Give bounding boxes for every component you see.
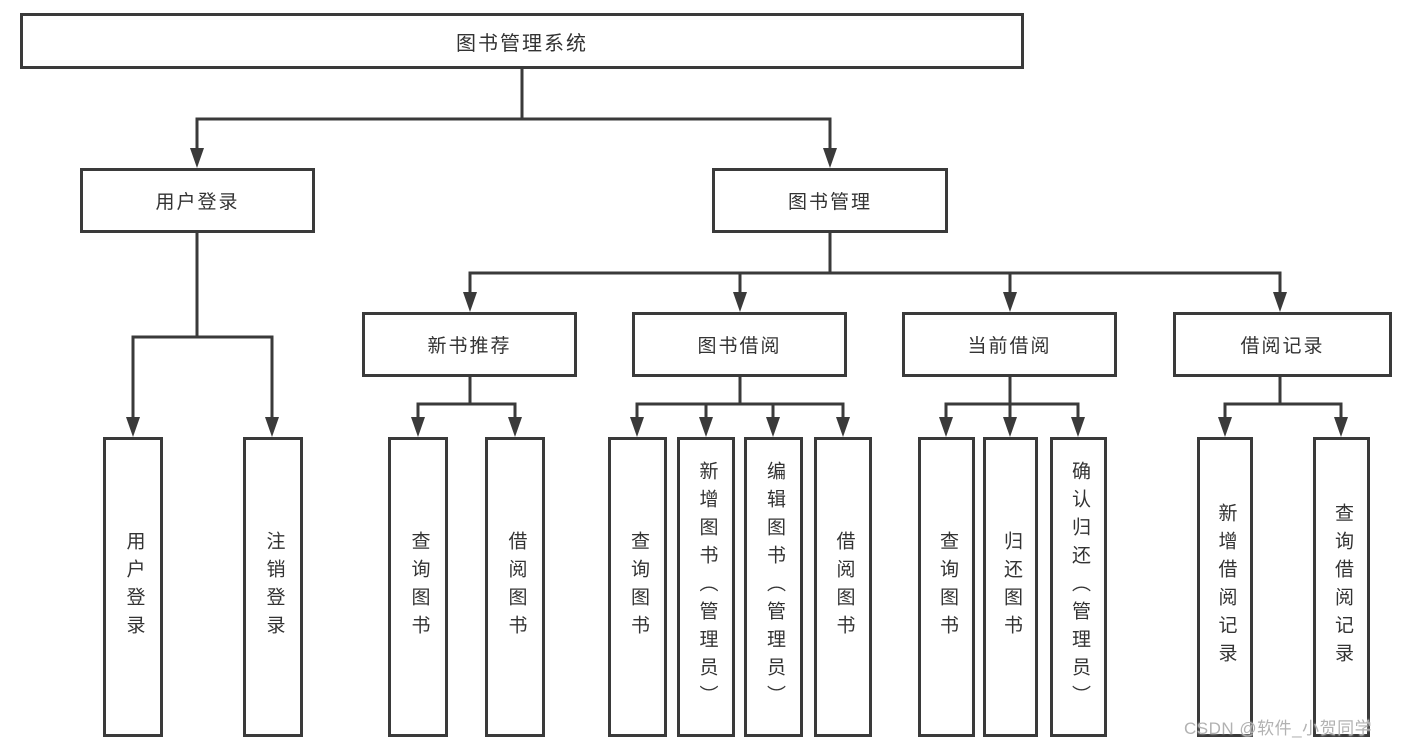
arrowhead [1003,292,1017,312]
leaf-confirm-return-admin: 确认归还（管理员） [1050,437,1107,737]
node-system-root: 图书管理系统 [20,13,1024,69]
arrowhead [1273,292,1287,312]
node-new-book-recommend: 新书推荐 [362,312,577,377]
node-user-login: 用户登录 [80,168,315,233]
arrowhead [411,417,425,437]
connector-records-to-leaves [1223,375,1343,422]
leaf-user-login: 用户登录 [103,437,163,737]
leaf-label: 查询图书 [408,531,430,643]
leaf-borrow-books: 借阅图书 [814,437,872,737]
leaf-query-books-recommend: 查询图书 [388,437,448,737]
connector-root-to-level2 [195,67,832,152]
leaf-label: 新增图书（管理员） [696,461,718,713]
arrowhead [733,292,747,312]
leaf-add-borrow-record: 新增借阅记录 [1197,437,1253,737]
node-current-borrow: 当前借阅 [902,312,1117,377]
connector-borrow-to-leaves [635,375,845,422]
arrowhead [265,417,279,437]
leaf-query-borrow-record: 查询借阅记录 [1313,437,1370,737]
node-borrow-records: 借阅记录 [1173,312,1392,377]
arrowhead [1071,417,1085,437]
leaf-label: 查询图书 [627,531,649,643]
connector-user-login-to-leaves [131,231,274,422]
arrowhead [1334,417,1348,437]
leaf-label: 确认归还（管理员） [1068,461,1090,713]
arrowhead [939,417,953,437]
arrowhead [463,292,477,312]
leaf-return-book: 归还图书 [983,437,1038,737]
arrowhead [190,148,204,168]
leaf-query-books-current: 查询图书 [918,437,975,737]
leaf-borrow-books-recommend: 借阅图书 [485,437,545,737]
leaf-label: 归还图书 [1000,531,1022,643]
node-book-management: 图书管理 [712,168,948,233]
leaf-add-book-admin: 新增图书（管理员） [677,437,735,737]
arrowhead [508,417,522,437]
connector-current-to-leaves [944,375,1080,422]
connector-book-management-to-level3 [468,230,1282,296]
leaf-label: 查询图书 [936,531,958,643]
arrowhead [699,417,713,437]
leaf-label: 借阅图书 [833,531,855,643]
leaf-label: 用户登录 [123,531,145,643]
arrowhead [836,417,850,437]
leaf-label: 借阅图书 [505,531,527,643]
arrowhead [1218,417,1232,437]
arrowhead [126,417,140,437]
leaf-edit-book-admin: 编辑图书（管理员） [744,437,803,737]
leaf-label: 新增借阅记录 [1215,503,1237,671]
watermark: CSDN @软件_小贺同学 [1184,719,1373,738]
leaf-label: 注销登录 [263,531,285,643]
arrowhead [823,148,837,168]
leaf-label: 编辑图书（管理员） [763,461,785,713]
leaf-label: 查询借阅记录 [1331,503,1353,671]
arrowhead [1003,417,1017,437]
arrowhead [630,417,644,437]
leaf-query-books-borrow: 查询图书 [608,437,667,737]
arrowhead [766,417,780,437]
connector-recommend-to-leaves [416,375,517,422]
leaf-logout: 注销登录 [243,437,303,737]
node-book-borrow: 图书借阅 [632,312,847,377]
